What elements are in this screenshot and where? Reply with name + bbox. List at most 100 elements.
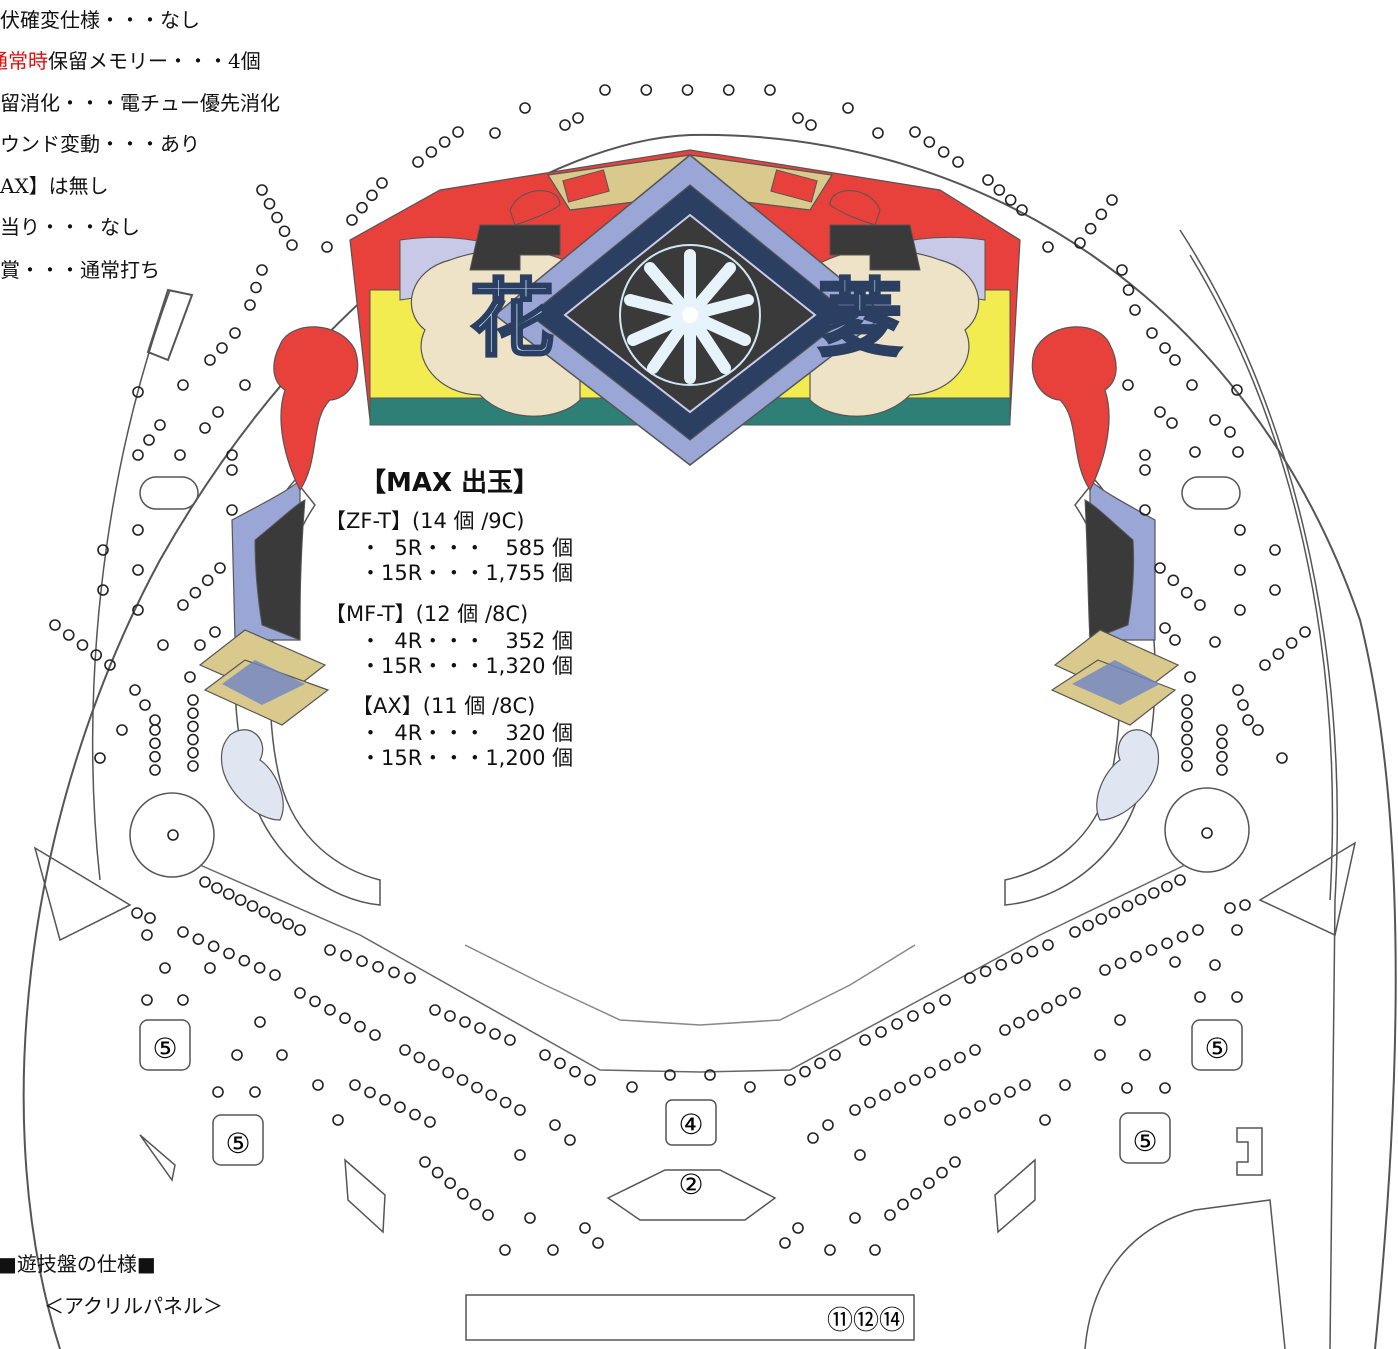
pin <box>1169 956 1181 968</box>
pin <box>429 1004 441 1016</box>
payout-group-head: 【AX】(11 個 /8C) <box>352 694 536 718</box>
pin <box>1159 622 1171 634</box>
pin <box>1154 406 1166 418</box>
pin <box>1192 924 1204 936</box>
left-rail-stopper <box>146 288 194 362</box>
crest-red-square-left <box>562 169 610 203</box>
spec-line-3: 保留消化・・・電チュー優先消化 <box>0 91 280 115</box>
pin <box>924 1066 936 1079</box>
pin <box>891 1018 903 1030</box>
pin <box>1299 626 1311 638</box>
pin <box>807 1132 819 1144</box>
spec-line-5: 【AX】は無し <box>0 174 109 198</box>
pocket-four-center: ④ <box>665 1099 717 1146</box>
pin <box>238 954 251 967</box>
pin <box>321 241 333 253</box>
pin <box>1013 1016 1025 1029</box>
pin <box>444 1010 456 1022</box>
pin <box>1106 194 1118 206</box>
pin <box>419 1156 431 1168</box>
pin <box>132 524 144 536</box>
pin <box>1084 222 1097 235</box>
pin <box>1027 1009 1039 1022</box>
pin <box>1169 354 1181 366</box>
pin <box>132 449 144 461</box>
pin <box>159 962 171 974</box>
payout-line: ・ 5R・・・ 585 個 <box>360 536 574 560</box>
left-cloud-ornament <box>220 729 284 821</box>
pin <box>640 84 653 96</box>
pin <box>1181 746 1193 759</box>
pin <box>226 464 238 476</box>
logo-char-bishi: 菱 <box>818 269 902 368</box>
pin <box>226 449 238 461</box>
left-red-scroll <box>273 326 359 492</box>
pin <box>923 1002 935 1014</box>
pin <box>425 146 438 158</box>
lower-v-guide <box>199 864 1186 1073</box>
pin <box>204 962 216 974</box>
pin <box>1159 1082 1171 1094</box>
pin <box>849 1212 861 1224</box>
pin <box>1130 950 1142 963</box>
bottom-attacker-label: ⑪⑫⑭ <box>827 1306 905 1336</box>
pin <box>1122 379 1134 391</box>
payout-line: ・15R・・・1,200 個 <box>360 746 574 770</box>
pin <box>222 888 235 900</box>
pin <box>547 1244 559 1256</box>
pin <box>214 562 226 574</box>
pin <box>1181 733 1193 746</box>
pin <box>923 136 936 148</box>
pin <box>131 907 143 919</box>
pin <box>482 1209 494 1221</box>
left-windmill <box>129 792 215 878</box>
pin <box>894 1081 906 1094</box>
crest-red-square-right <box>770 169 818 203</box>
pin <box>309 995 321 1008</box>
pocket-five-left-upper: ⑤ <box>139 1019 191 1071</box>
pin <box>864 1096 876 1109</box>
pin <box>207 940 220 953</box>
pin <box>187 694 199 706</box>
pin <box>431 1166 444 1179</box>
pin <box>681 84 694 96</box>
pin <box>132 386 144 398</box>
pin <box>1004 1086 1016 1098</box>
pin <box>104 659 116 671</box>
pin <box>404 972 416 984</box>
pin <box>1161 937 1173 950</box>
pin <box>294 924 306 936</box>
pin <box>276 1049 288 1061</box>
pin <box>805 119 817 131</box>
pin <box>177 379 189 391</box>
bottom-attacker: ⑪⑫⑭ <box>465 1294 915 1341</box>
pin <box>999 1024 1011 1036</box>
pin <box>1184 671 1196 683</box>
pin <box>854 1149 866 1161</box>
pin <box>954 1051 966 1064</box>
left-small-flap <box>139 1134 176 1182</box>
pin <box>1116 264 1128 276</box>
pin <box>1166 417 1178 429</box>
pin <box>349 1079 361 1091</box>
right-dark-panel <box>1084 499 1135 641</box>
pin <box>369 1029 381 1041</box>
pin <box>1194 991 1206 1003</box>
pin <box>907 1010 919 1022</box>
payout-line: ・15R・・・1,755 個 <box>360 561 574 585</box>
pin <box>1121 1082 1133 1094</box>
pin <box>1194 599 1206 611</box>
pin <box>584 1074 596 1086</box>
pin <box>1139 449 1151 461</box>
pin <box>1121 900 1134 912</box>
pin <box>1231 924 1243 936</box>
pin <box>1234 524 1246 536</box>
pin <box>519 102 531 114</box>
pin <box>1069 987 1081 999</box>
pin <box>499 1096 512 1109</box>
pin <box>269 969 281 981</box>
pin <box>514 1149 526 1161</box>
pin <box>937 146 950 158</box>
right-red-scroll <box>1031 326 1117 492</box>
pin <box>444 1177 457 1189</box>
